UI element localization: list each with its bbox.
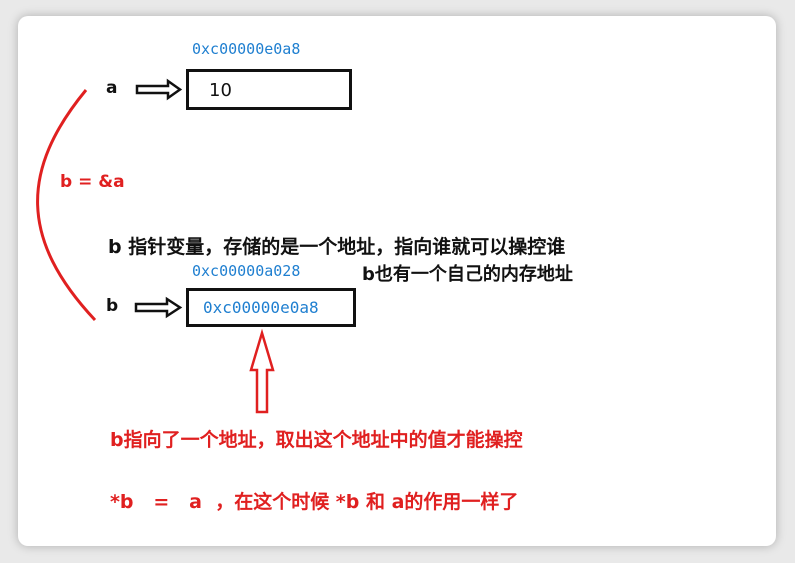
description-line2: b也有一个自己的内存地址 — [362, 264, 573, 285]
assignment-label: b = &a — [60, 172, 125, 192]
arrow-a-icon — [135, 78, 183, 101]
memory-box-b: 0xc00000e0a8 — [186, 288, 356, 327]
up-arrow-icon — [249, 328, 275, 414]
memory-box-a: 10 — [186, 69, 352, 110]
description-line1: b 指针变量，存储的是一个地址，指向谁就可以操控谁 — [108, 236, 566, 258]
label-b: b — [106, 296, 119, 316]
pointer-curve — [36, 89, 97, 322]
value-a: 10 — [209, 80, 232, 101]
arrow-b-icon — [134, 296, 183, 319]
address-b: 0xc00000a028 — [192, 262, 301, 280]
value-b: 0xc00000e0a8 — [203, 298, 319, 317]
label-a: a — [106, 78, 118, 98]
diagram-card — [18, 16, 776, 546]
address-a: 0xc00000e0a8 — [192, 40, 301, 58]
note-equivalence: *b = a ，在这个时候 *b 和 a的作用一样了 — [110, 491, 519, 513]
note-dereference: b指向了一个地址，取出这个地址中的值才能操控 — [110, 429, 523, 451]
